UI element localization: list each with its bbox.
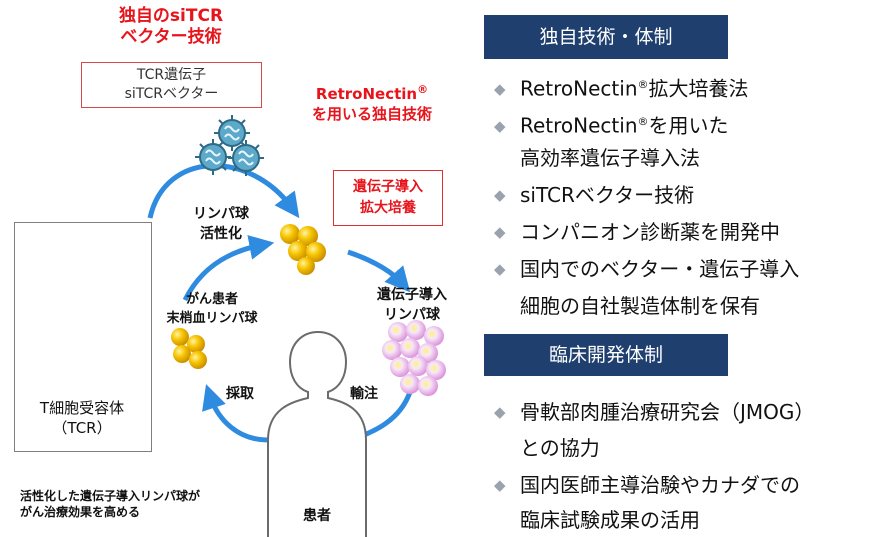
diamond-bullet-icon: ◆ [494,186,506,204]
transduced-label-line1: 遺伝子導入 [377,287,447,303]
retronectin-technique-line2: を用いる独自技術 [311,105,432,123]
sitcr-title: 独自のsiTCR ベクター技術 [100,6,242,48]
culture-box-line1: 遺伝子導入 [353,179,423,195]
culture-box-text: 遺伝子導入 拡大培養 [333,177,443,219]
section-header-technology: 独自技術・体制 [484,15,728,59]
diamond-bullet-icon: ◆ [494,116,506,135]
tech-item-continued: 細胞の自社製造体制を保有 [520,294,760,318]
vector-box-line2: siTCRベクター [124,86,219,102]
patient-figure [267,330,367,537]
activation-label-line1: リンパ球 [193,206,249,222]
clinical-item-continued: との協力 [520,436,600,460]
clinical-item: ◆国内医師主導治験やカナダでの [494,473,800,497]
retronectin-technique-line1: RetroNectin® [315,83,429,103]
clinical-item: ◆骨軟部肉腫治療研究会（JMOG） [494,400,815,424]
diamond-bullet-icon: ◆ [494,79,506,98]
tech-item: ◆国内でのベクター・遺伝子導入 [494,257,800,281]
to-transduced-arrow [347,249,411,293]
activation-label-line2: 活性化 [200,226,242,242]
section-header-clinical: 臨床開発体制 [484,334,728,376]
tech-item: ◆siTCRベクター技術 [494,183,695,207]
retronectin-technique: RetroNectin® を用いる独自技術 [282,80,462,124]
vector-box-text: TCR遺伝子 siTCRベクター [81,66,262,104]
tech-item: ◆RetroNectin®を用いた [494,113,729,138]
tech-item: ◆RetroNectin®拡大培養法 [494,76,749,101]
collect-label: 採取 [226,386,254,402]
infuse-label: 輸注 [350,386,378,402]
virus-icon [228,140,264,176]
transduced-lymphocyte-cluster [382,320,446,396]
blood-lymphocyte-cluster [171,328,207,369]
activated-lymphocyte-cluster [280,224,326,275]
patient-label: 患者 [303,508,331,524]
footnote-line1: 活性化した遺伝子導入リンパ球が [20,489,201,503]
sitcr-title-line2: ベクター技術 [120,27,222,47]
footnote-line2: がん治療効果を高める [20,505,141,519]
patient-blood-line2: 末梢血リンパ球 [166,311,258,326]
tcr-label-line2: （TCR） [52,419,112,437]
transduced-label: 遺伝子導入 リンパ球 [362,285,462,325]
patient-blood-label: がん患者 末梢血リンパ球 [156,290,268,328]
vector-box-line1: TCR遺伝子 [136,67,207,83]
sitcr-title-line1: 独自のsiTCR [118,6,224,26]
tcr-label: T細胞受容体 （TCR） [14,398,150,438]
tech-item: ◆コンパニオン診断薬を開発中 [494,220,780,244]
footnote: 活性化した遺伝子導入リンパ球が がん治療効果を高める [20,488,260,520]
collect-arrow [202,384,269,443]
clinical-item-continued: 臨床試験成果の活用 [520,508,700,532]
diamond-bullet-icon: ◆ [494,260,506,278]
culture-box [333,170,443,226]
tech-item-continued: 高効率遺伝子導入法 [520,146,700,170]
virus-icon [214,115,250,151]
activate-arrow [182,235,275,302]
vector-box [81,62,262,108]
culture-box-line2: 拡大培養 [360,200,416,216]
diamond-bullet-icon: ◆ [494,223,506,241]
diamond-bullet-icon: ◆ [494,476,506,494]
diamond-bullet-icon: ◆ [494,403,506,421]
patient-blood-line1: がん患者 [185,292,238,307]
transduced-label-line2: リンパ球 [384,307,440,323]
tcr-label-line1: T細胞受容体 [39,399,125,417]
activation-label: リンパ球 活性化 [183,204,259,244]
tcr-panel [14,222,152,452]
